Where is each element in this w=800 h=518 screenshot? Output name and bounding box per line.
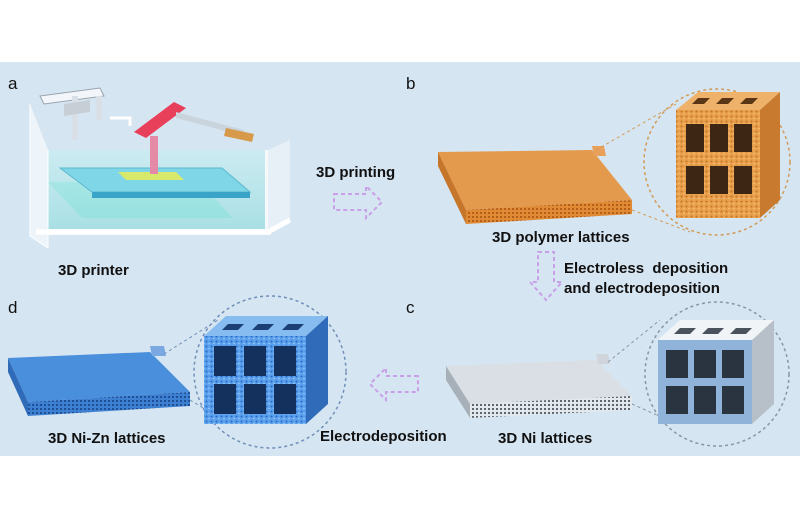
arrow-electrodeposition (368, 365, 419, 403)
arrow-printing (333, 183, 384, 221)
ni-lattice-sheet (446, 354, 632, 418)
arrow-plating (527, 251, 565, 302)
polymer-zoom-connector (595, 88, 791, 236)
ni-lattice-cube (658, 320, 774, 424)
nizn-lattice-sheet (8, 346, 190, 416)
caption-polymer-lattices: 3D polymer lattices (492, 229, 630, 246)
polymer-lattice-cube (676, 92, 780, 218)
caption-printer: 3D printer (58, 262, 129, 279)
panel-letter-d: d (8, 298, 18, 317)
step-label-plating-line1: Electroless deposition (564, 260, 729, 277)
panel-letter-a: a (8, 74, 18, 93)
caption-nizn-lattices: 3D Ni-Zn lattices (48, 430, 166, 447)
panel-letter-b: b (406, 74, 416, 93)
step-label-printing: 3D printing (316, 164, 396, 181)
step-label-electrodeposition: Electrodeposition (320, 428, 447, 445)
panel-letter-c: c (406, 298, 415, 317)
nizn-zoom-connector (163, 295, 347, 449)
step-label-plating-line2: and electrodeposition (564, 280, 720, 297)
printer-illustration (29, 87, 292, 249)
caption-ni-lattices: 3D Ni lattices (498, 430, 593, 447)
nizn-lattice-cube (204, 316, 328, 424)
polymer-lattice-sheet (438, 146, 632, 224)
